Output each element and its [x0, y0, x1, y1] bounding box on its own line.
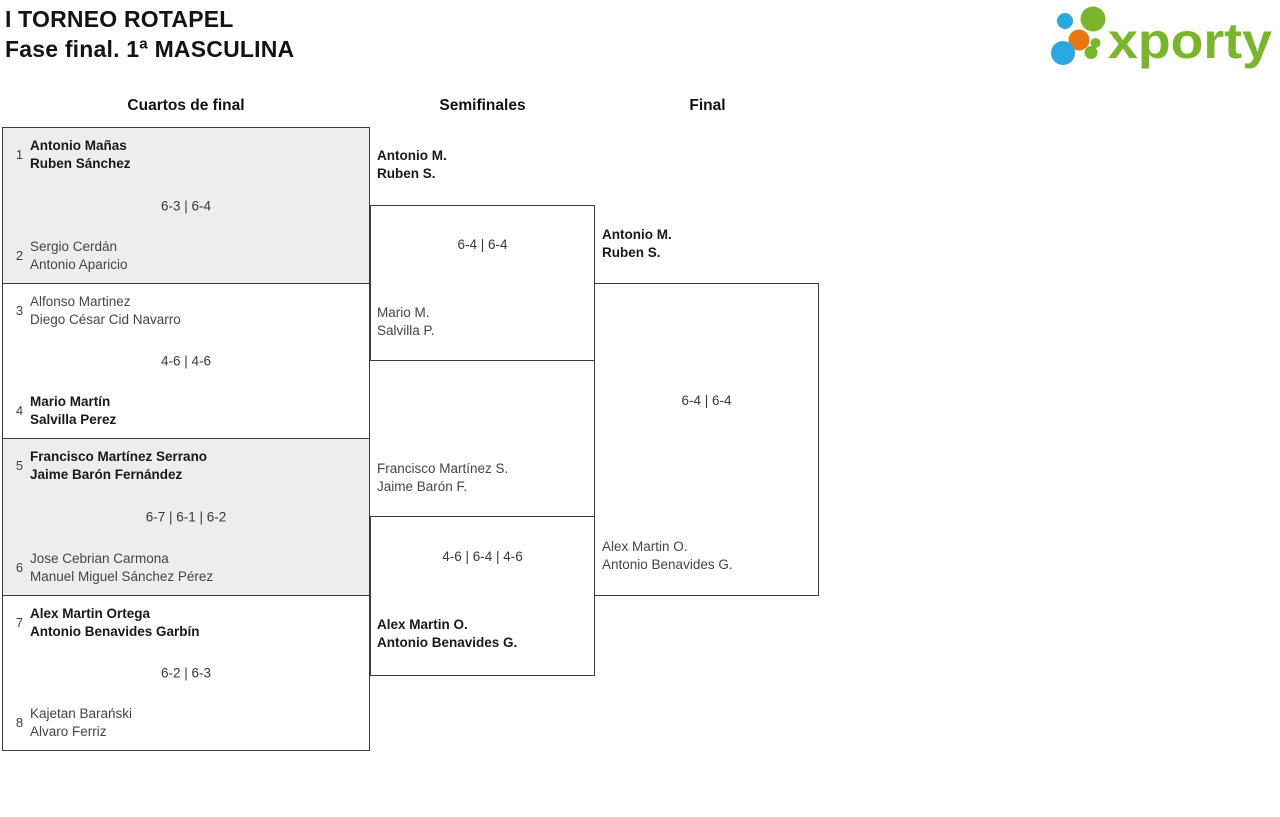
player-name: Alex Martin O. [602, 539, 688, 554]
player-name: Antonio Benavides Garbín [30, 623, 200, 639]
player-name: Salvilla P. [377, 322, 435, 338]
match-score: 4-6 | 4-6 [160, 353, 212, 369]
qf2-bottom-entry: 4 Mario Martín Salvilla Perez [9, 393, 363, 428]
player-name: Antonio M. [602, 227, 672, 242]
qf2-top-entry: 3 Alfonso Martinez Diego César Cid Navar… [9, 293, 363, 328]
player-name: Salvilla Perez [30, 411, 117, 427]
sf1-bottom-team: Mario M. Salvilla P. [377, 304, 435, 339]
logo-dot-blue-small [1057, 13, 1073, 29]
sf1-top-team: Antonio M. Ruben S. [377, 147, 447, 182]
column-header-final: Final [689, 97, 726, 114]
page-title: I TORNEO ROTAPEL Fase final. 1ª MASCULIN… [5, 4, 294, 64]
team-name: Alex Martin Ortega Antonio Benavides Gar… [30, 605, 200, 640]
team-name: Alfonso Martinez Diego César Cid Navarro [30, 293, 181, 328]
player-name: Francisco Martínez Serrano [30, 449, 208, 464]
qf1-top-entry: 1 Antonio Mañas Ruben Sánchez [9, 137, 363, 172]
phase-category: Fase final. 1ª MASCULINA [5, 36, 295, 62]
logo-dot-green-tiny [1090, 38, 1101, 48]
qf-match-1: 1 Antonio Mañas Ruben Sánchez 6-3 | 6-4 … [2, 127, 370, 284]
team-name: Antonio Mañas Ruben Sánchez [30, 137, 131, 172]
player-name: Alex Martin Ortega [30, 606, 151, 621]
seed-number: 6 [15, 560, 24, 575]
final-score: 6-4 | 6-4 [681, 393, 732, 408]
player-name: Antonio Benavides G. [377, 634, 518, 650]
qf-match-2: 3 Alfonso Martinez Diego César Cid Navar… [2, 283, 370, 439]
sf1-score: 6-4 | 6-4 [457, 237, 508, 252]
player-name: Antonio Benavides G. [602, 556, 733, 572]
column-header-cuartos: Cuartos de final [127, 97, 245, 114]
logo-dot-green-large [1080, 6, 1106, 32]
final-bottom-team: Alex Martin O. Antonio Benavides G. [602, 538, 733, 573]
team-name: Kajetan Barański Alvaro Ferriz [30, 705, 132, 740]
player-name: Jaime Barón Fernández [30, 466, 183, 482]
seed-number: 4 [15, 403, 24, 418]
qf-match-3: 5 Francisco Martínez Serrano Jaime Barón… [2, 438, 370, 596]
qf4-bottom-entry: 8 Kajetan Barański Alvaro Ferriz [9, 705, 363, 740]
logo-dot-blue-large [1051, 41, 1075, 65]
qf3-bottom-entry: 6 Jose Cebrian Carmona Manuel Miguel Sán… [9, 550, 363, 585]
team-name: Jose Cebrian Carmona Manuel Miguel Sánch… [30, 550, 213, 585]
player-name: Ruben Sánchez [30, 155, 131, 171]
match-score: 6-2 | 6-3 [160, 665, 212, 681]
column-header-semifinales: Semifinales [439, 97, 526, 114]
player-name: Alfonso Martinez [30, 294, 131, 309]
player-name: Sergio Cerdán [30, 239, 118, 254]
player-name: Antonio M. [377, 148, 447, 163]
match-score: 6-3 | 6-4 [160, 198, 212, 213]
seed-number: 3 [15, 303, 24, 318]
player-name: Ruben S. [602, 244, 661, 260]
seed-number: 1 [15, 147, 24, 162]
final-top-team: Antonio M. Ruben S. [602, 226, 672, 261]
qf4-top-entry: 7 Alex Martin Ortega Antonio Benavides G… [9, 605, 363, 640]
qf-match-4: 7 Alex Martin Ortega Antonio Benavides G… [2, 595, 370, 751]
team-name: Sergio Cerdán Antonio Aparicio [30, 238, 128, 273]
player-name: Alex Martin O. [377, 617, 468, 632]
player-name: Mario Martín [30, 394, 111, 409]
seed-number: 2 [15, 248, 24, 263]
sf2-top-team: Francisco Martínez S. Jaime Barón F. [377, 460, 508, 495]
sf-match-2-box [370, 516, 595, 676]
logo-dot-green-small [1084, 46, 1098, 59]
seed-number: 5 [15, 458, 24, 473]
player-name: Antonio Aparicio [30, 256, 128, 272]
xporty-logo: xporty [1051, 6, 1272, 69]
sf2-bottom-team: Alex Martin O. Antonio Benavides G. [377, 616, 517, 651]
player-name: Ruben S. [377, 165, 436, 181]
player-name: Antonio Mañas [30, 138, 127, 153]
player-name: Mario M. [377, 305, 430, 320]
player-name: Manuel Miguel Sánchez Pérez [30, 568, 214, 584]
player-name: Alvaro Ferriz [30, 723, 107, 739]
tournament-name: I TORNEO ROTAPEL [5, 6, 234, 32]
player-name: Diego César Cid Navarro [30, 311, 181, 327]
player-name: Francisco Martínez S. [377, 461, 509, 476]
qf3-top-entry: 5 Francisco Martínez Serrano Jaime Barón… [9, 448, 363, 483]
player-name: Kajetan Barański [30, 706, 133, 721]
player-name: Jaime Barón F. [377, 478, 468, 494]
team-name: Mario Martín Salvilla Perez [30, 393, 116, 428]
team-name: Francisco Martínez Serrano Jaime Barón F… [30, 448, 207, 483]
sf2-score: 4-6 | 6-4 | 4-6 [442, 549, 523, 564]
seed-number: 8 [15, 715, 24, 730]
final-match-box [594, 283, 819, 596]
qf1-bottom-entry: 2 Sergio Cerdán Antonio Aparicio [9, 238, 363, 273]
player-name: Jose Cebrian Carmona [30, 551, 169, 566]
match-score: 6-7 | 6-1 | 6-2 [145, 509, 227, 525]
logo-text: xporty [1108, 13, 1272, 69]
logo-dot-orange [1068, 29, 1090, 51]
seed-number: 7 [15, 615, 24, 630]
